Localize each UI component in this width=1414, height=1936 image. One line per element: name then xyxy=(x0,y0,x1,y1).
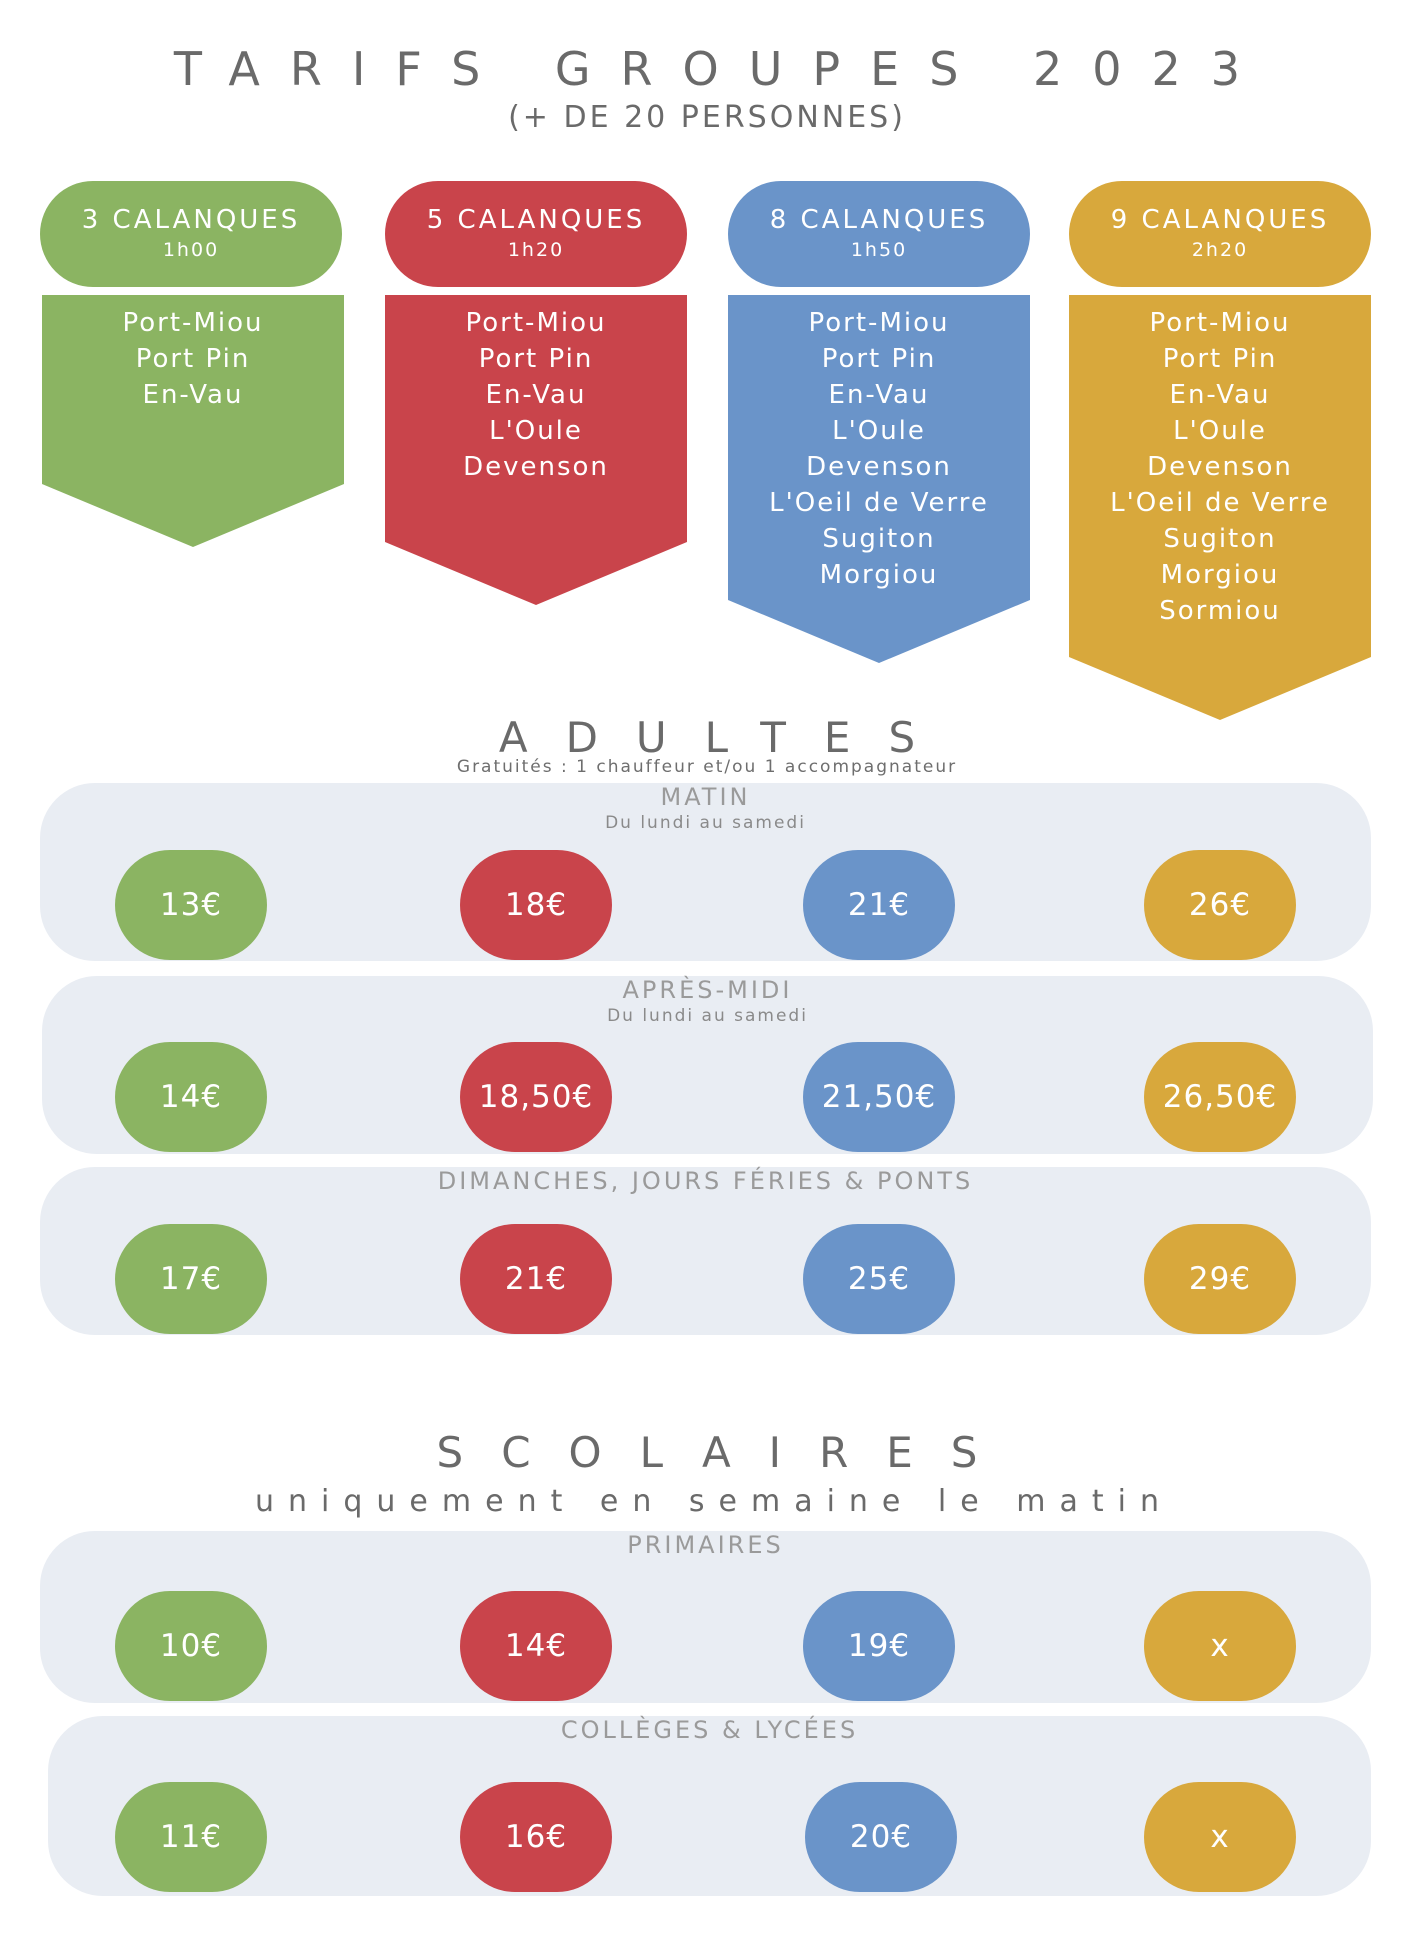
stop-item: En-Vau xyxy=(485,380,587,410)
price-badge: 18,50€ xyxy=(460,1042,612,1152)
row-label: APRÈS-MIDI xyxy=(622,976,793,1004)
stop-item: L'Oeil de Verre xyxy=(769,488,989,518)
stop-list: Port-Miou Port Pin En-Vau xyxy=(42,305,344,413)
price-badge: 14€ xyxy=(460,1591,612,1701)
stop-item: Port Pin xyxy=(821,344,937,374)
tour-head-8-calanques: 8 CALANQUES 1h50 xyxy=(728,181,1030,287)
schools-row-secondary: COLLÈGES & LYCÉES 11€ 16€ 20€ x xyxy=(48,1716,1371,1896)
stop-item: L'Oeil de Verre xyxy=(1110,488,1330,518)
tour-duration: 1h20 xyxy=(507,239,565,261)
banner-shape xyxy=(42,295,344,547)
tour-head-5-calanques: 5 CALANQUES 1h20 xyxy=(385,181,687,287)
tour-stops-banner-3: Port-Miou Port Pin En-Vau xyxy=(42,295,344,547)
schools-row-primary: PRIMAIRES 10€ 14€ 19€ x xyxy=(40,1531,1371,1703)
tour-stops-banner-9: Port-Miou Port Pin En-Vau L'Oule Devenso… xyxy=(1069,295,1371,720)
stop-item: En-Vau xyxy=(142,380,244,410)
banner-shape xyxy=(728,295,1030,663)
tour-stops-banner-8: Port-Miou Port Pin En-Vau L'Oule Devenso… xyxy=(728,295,1030,663)
adults-row-afternoon: APRÈS-MIDI Du lundi au samedi 14€ 18,50€… xyxy=(42,976,1373,1154)
stop-item: L'Oule xyxy=(832,416,926,446)
price-badge: 25€ xyxy=(803,1224,955,1334)
price-badge: 21,50€ xyxy=(803,1042,955,1152)
stop-item: Devenson xyxy=(806,452,952,482)
stop-list: Port-Miou Port Pin En-Vau L'Oule Devenso… xyxy=(1069,305,1371,629)
stop-item: Port Pin xyxy=(135,344,251,374)
price-badge: 10€ xyxy=(115,1591,267,1701)
tour-stops-banner-5: Port-Miou Port Pin En-Vau L'Oule Devenso… xyxy=(385,295,687,605)
tour-duration: 1h50 xyxy=(850,239,908,261)
schools-note: uniquement en semaine le matin xyxy=(255,1484,1173,1519)
tour-head-3-calanques: 3 CALANQUES 1h00 xyxy=(40,181,342,287)
banner-shape xyxy=(1069,295,1371,720)
stop-item: Port-Miou xyxy=(122,308,264,338)
price-badge: 20€ xyxy=(805,1782,957,1892)
price-badge: 13€ xyxy=(115,850,267,960)
price-badge: 19€ xyxy=(803,1591,955,1701)
price-badge: x xyxy=(1144,1782,1296,1892)
price-badge: 11€ xyxy=(115,1782,267,1892)
price-badge: 17€ xyxy=(115,1224,267,1334)
row-label: DIMANCHES, JOURS FÉRIES & PONTS xyxy=(437,1167,974,1195)
tour-name: 9 CALANQUES xyxy=(1110,205,1330,235)
tour-duration: 2h20 xyxy=(1191,239,1249,261)
stop-item: Port Pin xyxy=(478,344,594,374)
stop-item: Sugiton xyxy=(1163,524,1277,554)
stop-item: Sormiou xyxy=(1159,596,1281,626)
price-badge: 16€ xyxy=(460,1782,612,1892)
stop-item: Port-Miou xyxy=(808,308,950,338)
banner-shape xyxy=(385,295,687,605)
price-badge: 14€ xyxy=(115,1042,267,1152)
stop-item: Morgiou xyxy=(819,560,939,590)
page-title: TARIFS GROUPES 2023 xyxy=(173,42,1271,96)
stop-item: En-Vau xyxy=(1169,380,1271,410)
price-badge: 29€ xyxy=(1144,1224,1296,1334)
row-label: MATIN xyxy=(660,783,751,811)
stop-item: L'Oule xyxy=(489,416,583,446)
price-badge: 21€ xyxy=(803,850,955,960)
stop-item: Port-Miou xyxy=(1149,308,1291,338)
stop-item: Devenson xyxy=(463,452,609,482)
adults-note: Gratuités : 1 chauffeur et/ou 1 accompag… xyxy=(456,757,958,777)
tour-name: 3 CALANQUES xyxy=(81,205,301,235)
stop-item: Devenson xyxy=(1147,452,1293,482)
row-label: PRIMAIRES xyxy=(627,1531,784,1559)
adults-row-sundays-holidays: DIMANCHES, JOURS FÉRIES & PONTS 17€ 21€ … xyxy=(40,1167,1371,1335)
price-badge: 26,50€ xyxy=(1144,1042,1296,1152)
row-sublabel: Du lundi au samedi xyxy=(605,813,806,833)
stop-item: Sugiton xyxy=(822,524,936,554)
tour-duration: 1h00 xyxy=(162,239,220,261)
price-badge: 26€ xyxy=(1144,850,1296,960)
page-subtitle: (+ DE 20 PERSONNES) xyxy=(508,100,906,135)
tour-name: 8 CALANQUES xyxy=(769,205,989,235)
stop-item: L'Oule xyxy=(1173,416,1267,446)
stop-list: Port-Miou Port Pin En-Vau L'Oule Devenso… xyxy=(728,305,1030,593)
adults-section-title: ADULTES xyxy=(498,713,954,762)
row-label: COLLÈGES & LYCÉES xyxy=(560,1716,859,1744)
price-badge: 18€ xyxy=(460,850,612,960)
schools-section-title: SCOLAIRES xyxy=(436,1428,1016,1477)
stop-item: Port-Miou xyxy=(465,308,607,338)
adults-row-morning: MATIN Du lundi au samedi 13€ 18€ 21€ 26€ xyxy=(40,783,1371,961)
stop-item: Morgiou xyxy=(1160,560,1280,590)
row-sublabel: Du lundi au samedi xyxy=(607,1006,808,1026)
tour-head-9-calanques: 9 CALANQUES 2h20 xyxy=(1069,181,1371,287)
price-badge: 21€ xyxy=(460,1224,612,1334)
stop-item: En-Vau xyxy=(828,380,930,410)
price-badge: x xyxy=(1144,1591,1296,1701)
stop-item: Port Pin xyxy=(1162,344,1278,374)
tour-name: 5 CALANQUES xyxy=(426,205,646,235)
stop-list: Port-Miou Port Pin En-Vau L'Oule Devenso… xyxy=(385,305,687,485)
